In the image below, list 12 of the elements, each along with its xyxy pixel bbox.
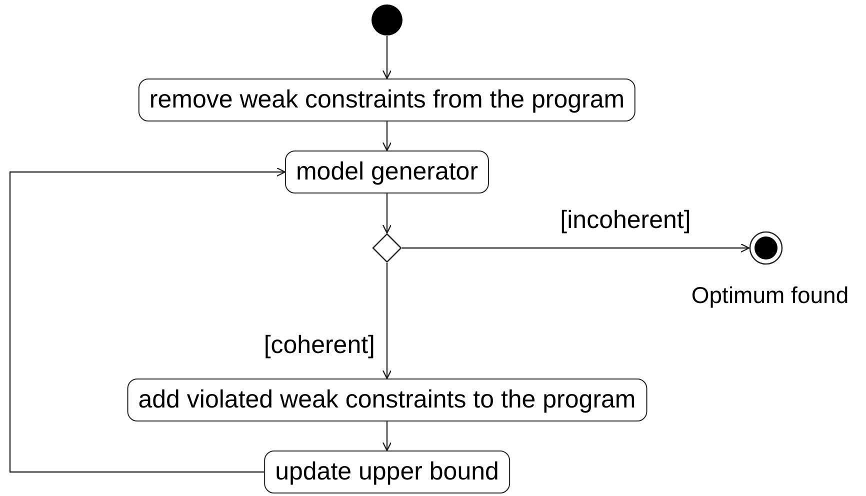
- node-caption: Optimum found: [691, 282, 849, 309]
- arrow: [9, 167, 286, 473]
- action-box: add violated weak constraints to the program: [127, 378, 647, 422]
- action-box: remove weak constraints from the program: [138, 78, 636, 122]
- action-box: model generator: [284, 150, 490, 194]
- arrow: [382, 36, 392, 80]
- arrow: [382, 263, 392, 380]
- arrow: [382, 422, 392, 452]
- action-box: update upper bound: [264, 450, 510, 494]
- arrow: [382, 194, 392, 234]
- arrow: [382, 122, 392, 152]
- arrow: [402, 243, 750, 253]
